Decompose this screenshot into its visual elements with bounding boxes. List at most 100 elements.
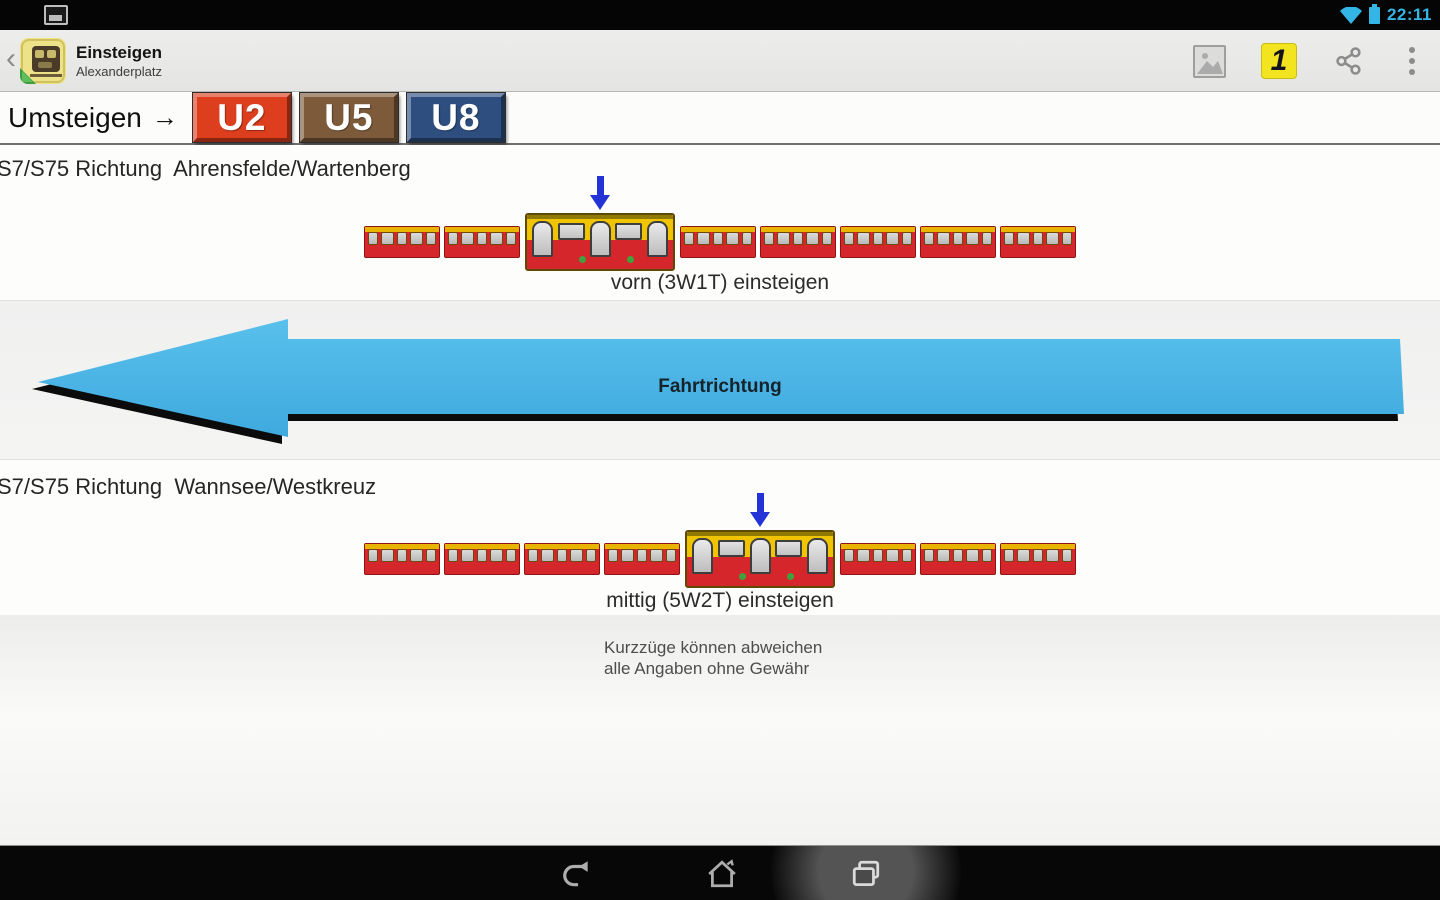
car-window [1016,549,1031,562]
car-window [586,549,596,562]
train-car [604,543,680,575]
overflow-menu-button[interactable] [1384,30,1440,92]
highlighted-train-car [685,493,835,588]
car-window [368,549,378,562]
car-window [528,549,538,562]
car-windows [764,232,832,245]
car-window [569,549,584,562]
car-window [448,549,458,562]
section-footnote: Kurzzüge können abweichen alle Angaben o… [0,615,1440,845]
car-window [953,232,963,245]
app-icon[interactable] [20,37,66,84]
section-direction-2: S7/S75 Richtung Wannsee/Westkreuz mittig… [0,460,1440,615]
boarding-point-arrow-icon [750,493,770,528]
train-car [444,226,520,258]
train-car [920,543,996,575]
line-badge-u2[interactable]: U2 [191,92,292,143]
train-car [840,543,916,575]
car-windows [448,549,516,562]
car-window [409,549,424,562]
car-windows [608,549,676,562]
direction-heading: S7/S75 Richtung Ahrensfelde/Wartenberg [0,156,411,181]
arrow-shaft [757,493,764,513]
car-window [953,549,963,562]
car-door [647,221,668,257]
arrow-shaft [597,176,604,196]
car-window [637,549,647,562]
line-number-action-button[interactable]: 1 [1244,30,1314,92]
car-windows [1004,549,1072,562]
car-stripe [445,227,519,232]
car-window [696,232,711,245]
train-diagram [0,493,1440,588]
disclaimer-text: Kurzzüge können abweichen alle Angaben o… [604,638,823,678]
car-window [725,232,740,245]
action-bar: ‹ Einsteigen Alexanderplatz [0,30,1440,92]
line-badge-u8[interactable]: U8 [405,92,506,143]
recent-apps-button[interactable] [806,846,926,900]
line-badge-u5[interactable]: U5 [298,92,399,143]
car-window [856,232,871,245]
car-window [713,232,723,245]
car-door [807,538,828,574]
car-window [742,232,752,245]
car-window [477,232,487,245]
car-stripe [1001,227,1075,232]
car-windows [924,232,992,245]
page-title: Einsteigen [76,42,162,62]
car-window [540,549,555,562]
fahrtrichtung-label: Fahrtrichtung [658,376,782,397]
back-button[interactable] [517,846,637,900]
car-window [1004,549,1014,562]
car-windows [844,232,912,245]
car-window [426,549,436,562]
screenshot-notification-icon[interactable] [44,5,68,25]
door-button-dot [627,256,634,263]
fahrtrichtung-arrow: Fahrtrichtung [28,314,1412,450]
car-window [608,549,618,562]
car-door [589,221,611,257]
battery-icon [1368,3,1380,24]
car-stripe [1001,544,1075,549]
car-window [873,549,883,562]
car-window [506,232,516,245]
app-icon-train-graphic [20,37,66,84]
car-win [775,540,803,557]
car-stripe [445,544,519,549]
car-stripe [841,227,915,232]
car-window [776,232,791,245]
car-stripe [525,544,599,549]
car-stripe [365,227,439,232]
train-car [364,226,440,258]
recent-apps-icon [852,860,880,886]
car-window [965,549,980,562]
car-stripe [365,544,439,549]
car-window [936,232,951,245]
car-windows [368,232,436,245]
train-car [1000,543,1076,575]
share-button[interactable] [1314,30,1384,92]
wifi-icon [1339,6,1362,24]
train-car [680,226,756,258]
car-window [489,232,504,245]
car-windows [1004,232,1072,245]
boarding-point-arrow-icon [590,176,610,211]
door-button-dot [579,256,586,263]
train-car [364,543,440,575]
car-windows [448,232,516,245]
station-subtitle: Alexanderplatz [76,63,162,79]
picture-action-button[interactable] [1174,30,1244,92]
train-diagram [0,176,1440,271]
up-navigation-caret[interactable]: ‹ [6,41,16,75]
car-windows [528,549,596,562]
home-button[interactable] [662,846,782,900]
train-car [524,543,600,575]
car-window [460,232,475,245]
car-window [448,232,458,245]
train-car [444,543,520,575]
car-doors-and-windows [532,221,668,257]
car-window [924,232,934,245]
car-windows [844,549,912,562]
door-button-dot [739,573,746,580]
